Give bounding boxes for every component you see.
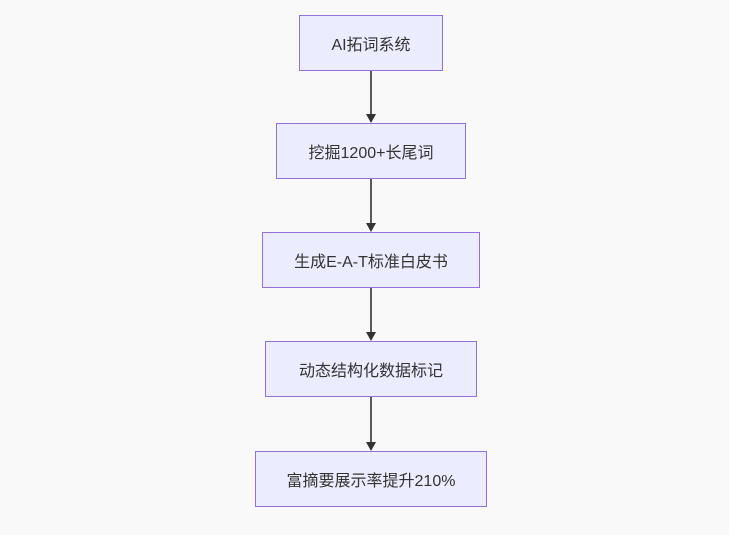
arrowhead-down-icon [366,332,376,341]
arrowhead-down-icon [366,442,376,451]
flow-arrow-1 [366,71,376,123]
flow-arrow-2 [366,179,376,232]
arrowhead-down-icon [366,223,376,232]
arrow-line [370,397,372,442]
arrowhead-down-icon [366,114,376,123]
flow-node-generate-eat-whitepaper: 生成E-A-T标准白皮书 [262,232,480,288]
arrow-line [370,179,372,223]
arrow-line [370,71,372,114]
flow-node-rich-snippet-rate-increase: 富摘要展示率提升210% [255,451,487,507]
flow-arrow-3 [366,288,376,341]
flow-node-mine-longtail-keywords: 挖掘1200+长尾词 [276,123,466,179]
flow-node-ai-word-expansion-system: AI拓词系统 [299,15,443,71]
flow-arrow-4 [366,397,376,451]
arrow-line [370,288,372,332]
flow-node-dynamic-structured-data-markup: 动态结构化数据标记 [265,341,477,397]
